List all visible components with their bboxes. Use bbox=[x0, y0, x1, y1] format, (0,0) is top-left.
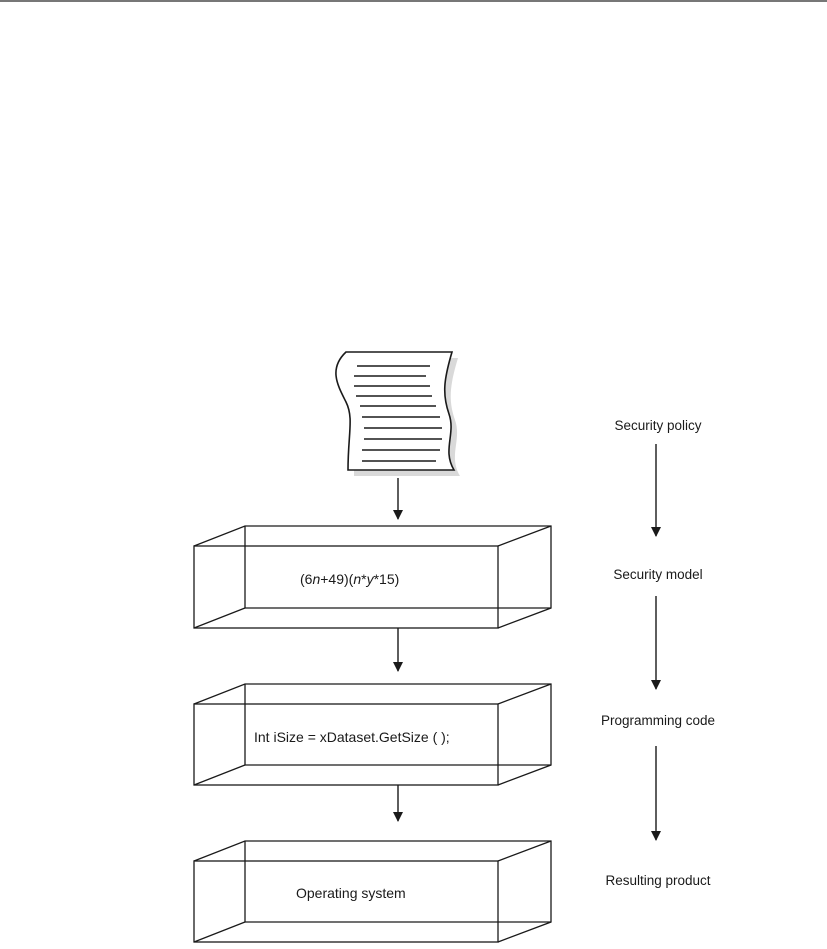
stage-label-resulting-product: Resulting product bbox=[605, 873, 710, 888]
formula-part: +49)( bbox=[320, 571, 353, 587]
operating-system-text: Operating system bbox=[296, 885, 406, 901]
security-model-box bbox=[193, 525, 552, 629]
formula-part: * bbox=[361, 571, 367, 587]
document-lines bbox=[354, 365, 442, 462]
formula-part: n bbox=[353, 571, 361, 587]
programming-code-box bbox=[193, 683, 552, 786]
operating-system-box bbox=[193, 840, 552, 943]
formula-part: (6 bbox=[300, 571, 313, 587]
formula-part: y bbox=[366, 571, 375, 587]
stage-label-security-model: Security model bbox=[613, 567, 702, 582]
security-model-formula: (6n+49)(n*y*15) bbox=[300, 571, 399, 587]
programming-code-text: Int iSize = xDataset.GetSize ( ); bbox=[254, 729, 450, 745]
formula-part: n bbox=[312, 571, 320, 587]
stage-label-programming-code: Programming code bbox=[601, 713, 715, 728]
policy-document-icon bbox=[335, 351, 460, 476]
stage-label-security-policy: Security policy bbox=[614, 418, 701, 433]
formula-part: *15) bbox=[374, 571, 400, 587]
